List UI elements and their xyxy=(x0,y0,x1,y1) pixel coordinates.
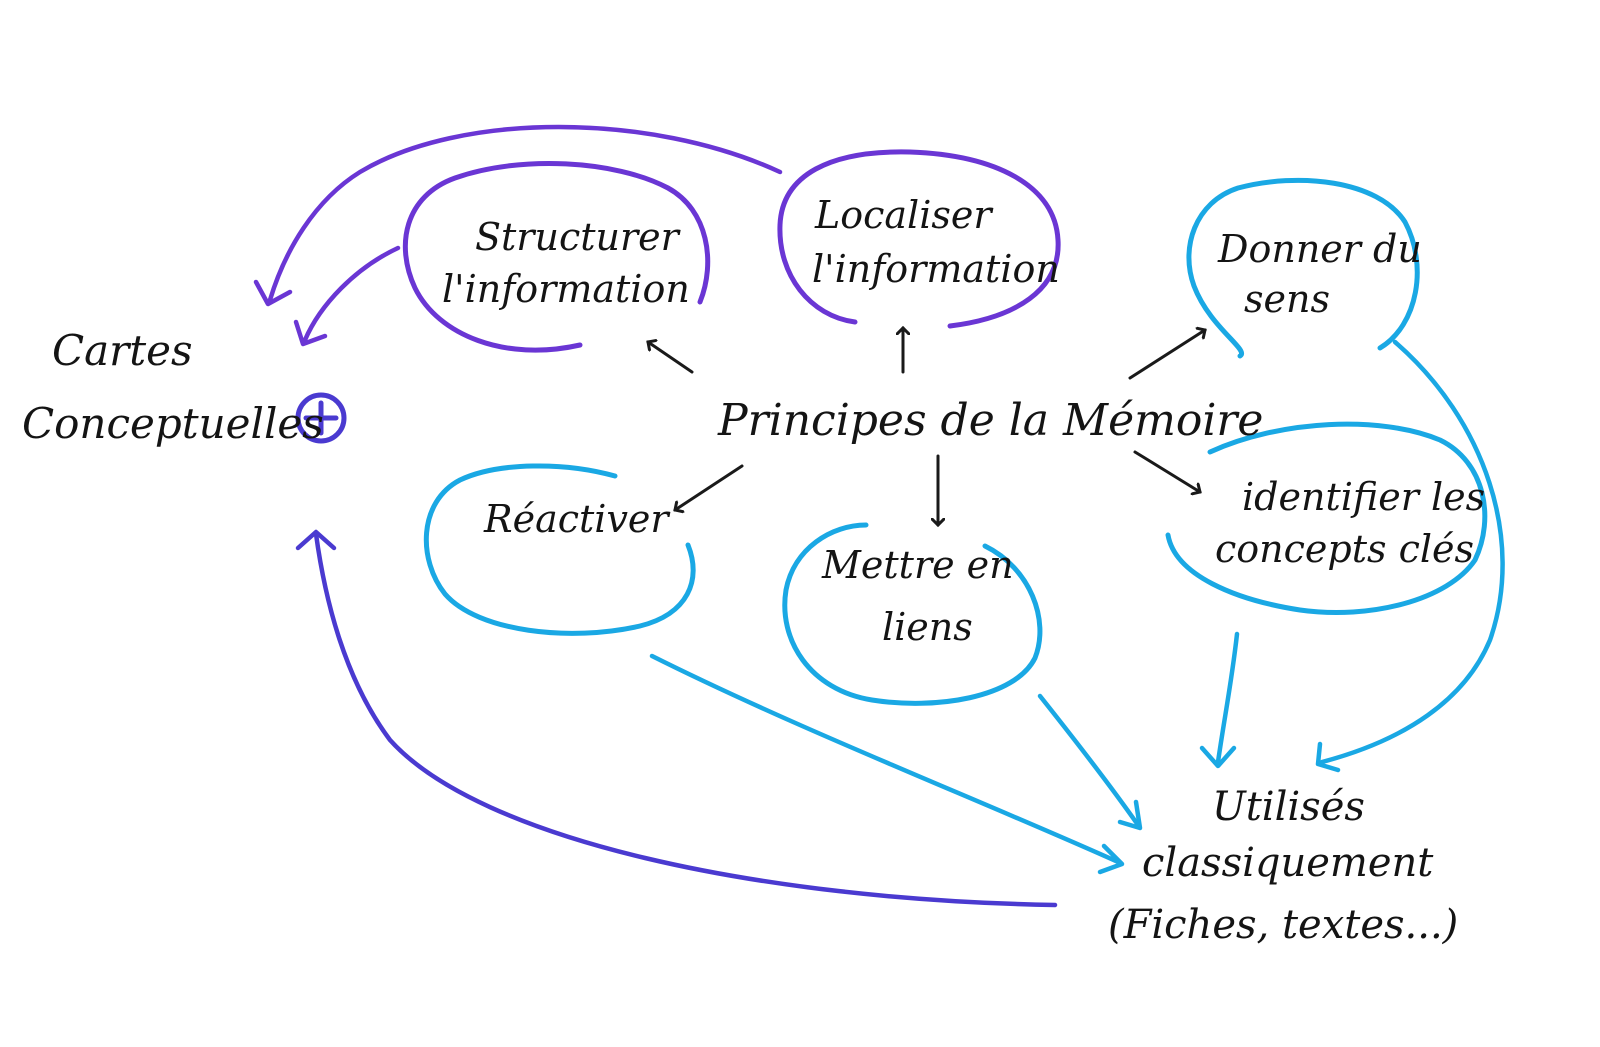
donner-loop xyxy=(1186,177,1420,359)
arrow-to-donner xyxy=(1128,330,1205,380)
arrowhead-structurer-to-cartes xyxy=(293,319,328,347)
localiser-loop xyxy=(777,149,1061,329)
utilises-label-line2: classiquement xyxy=(1142,840,1434,886)
localiser-label-line1: Localiser xyxy=(814,193,994,237)
arrow-to-reactiver xyxy=(675,464,744,510)
donner-label-line2: sens xyxy=(1244,277,1330,321)
arrow-structurer-to-cartes xyxy=(302,245,401,343)
arrowhead-localiser-to-cartes xyxy=(253,279,293,307)
reactiver-label: Réactiver xyxy=(483,497,671,541)
structurer-label-line1: Structurer xyxy=(475,215,682,259)
cartes-label-line2: Conceptuelles xyxy=(22,399,324,448)
utilises-label-line1: Utilisés xyxy=(1212,784,1365,830)
arrow-identifier-to-utilises xyxy=(1215,631,1240,765)
arrowhead-utilises-to-cartes xyxy=(295,529,337,551)
mettre-label-line1: Mettre en xyxy=(821,543,1014,587)
arrowhead-identifier-to-utilises xyxy=(1199,745,1237,769)
arrow-to-structurer xyxy=(648,342,694,374)
arrowhead-mettre-to-utilises xyxy=(1117,799,1143,831)
arrow-to-identifier xyxy=(1133,450,1200,492)
arrow-localiser-to-cartes xyxy=(267,124,783,303)
center-label: Principes de la Mémoire xyxy=(717,395,1263,446)
identifier-loop xyxy=(1165,421,1488,615)
donner-label-line1: Donner du xyxy=(1217,227,1422,271)
mettre-label-line2: liens xyxy=(882,605,973,649)
identifier-label-line2: concepts clés xyxy=(1215,527,1474,571)
identifier-label-line1: identifier les xyxy=(1242,475,1485,519)
arrowhead-reactiver-to-utilises xyxy=(1097,843,1125,875)
arrow-reactiver-to-utilises xyxy=(649,653,1121,865)
plus-icon xyxy=(295,392,347,444)
structurer-loop xyxy=(402,161,711,353)
arrow-mettre-to-utilises xyxy=(1037,693,1141,828)
arrowhead-donner-to-utilises xyxy=(1315,741,1341,773)
mettre-loop xyxy=(782,522,1043,706)
structurer-label-line2: l'information xyxy=(442,267,690,311)
arrow-donner-to-utilises xyxy=(1319,339,1505,765)
cartes-label-line1: Cartes xyxy=(52,326,193,375)
reactiver-loop xyxy=(423,463,696,636)
localiser-label-line2: l'information xyxy=(812,247,1060,291)
utilises-label-line3: (Fiches, textes...) xyxy=(1108,902,1458,948)
arrow-utilises-to-cartes xyxy=(313,531,1058,908)
